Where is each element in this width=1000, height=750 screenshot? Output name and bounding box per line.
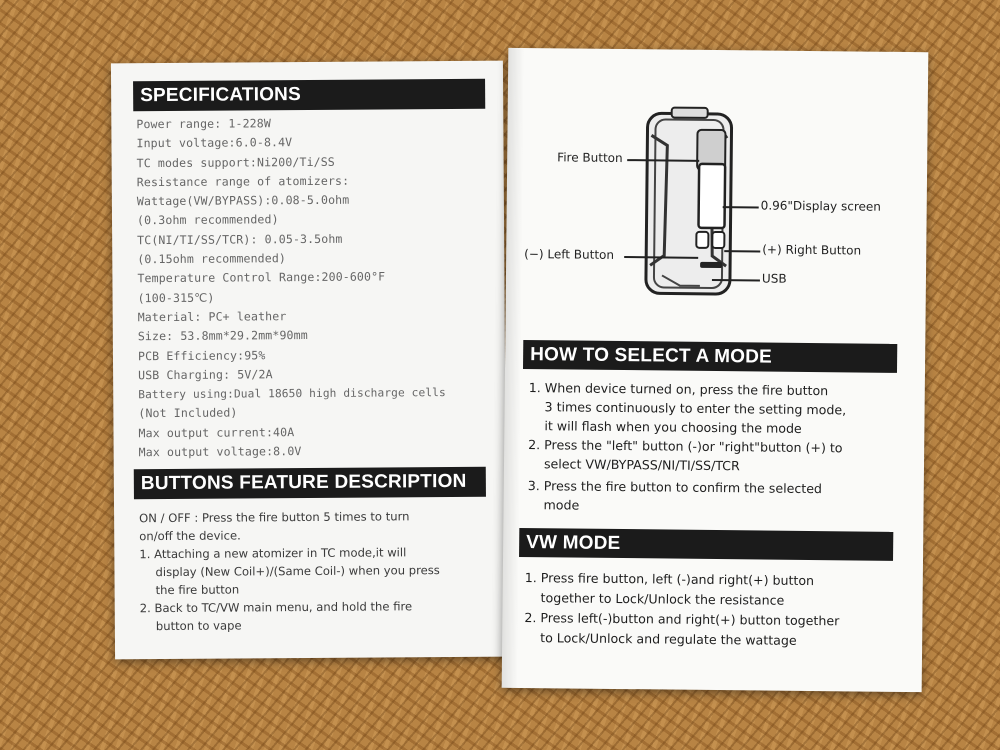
spec-line: Max output voltage:8.0V [138, 444, 302, 460]
left-button-callout: (−) Left Button [524, 246, 615, 262]
spec-line: Material: PC+ leather [137, 309, 287, 325]
spec-line: Input voltage:6.0-8.4V [136, 135, 293, 151]
buttons-line: ON / OFF : Press the fire button 5 times… [139, 509, 410, 526]
vw-mode-heading: VW MODE [519, 527, 894, 561]
spec-line: (Not Included) [138, 405, 238, 421]
select-mode-steps: 1. When device turned on, press the fire… [527, 378, 847, 517]
spec-line: PCB Efficiency:95% [137, 347, 266, 363]
spec-line: Wattage(VW/BYPASS):0.08-5.0ohm [136, 192, 350, 209]
right-button-callout: (+) Right Button [762, 242, 862, 258]
right-button-leader-line [724, 250, 761, 253]
buttons-line: display (New Coil+)/(Same Coil-) when yo… [155, 563, 440, 580]
page-gutter-shadow [501, 47, 525, 688]
fire-button-leader-line [627, 159, 700, 162]
spec-line: Resistance range of atomizers: [136, 173, 350, 190]
vw-mode-steps: 1. Press fire button, left (-)and right(… [524, 568, 840, 651]
select-mode-line: mode [543, 497, 580, 513]
spec-line: (0.3ohm recommended) [136, 212, 279, 228]
manual-left-page: SPECIFICATIONS Power range: 1-228W Input… [110, 60, 508, 660]
left-button-leader-line [624, 256, 699, 259]
spec-line: TC modes support:Ni200/Ti/SS [136, 154, 335, 170]
usb-callout: USB [761, 271, 787, 286]
spec-line: Power range: 1-228W [136, 116, 271, 132]
display-leader-line [722, 206, 759, 209]
spec-line: Max output current:40A [138, 424, 295, 440]
buttons-line: on/off the device. [139, 528, 241, 544]
spec-line: (0.15ohm recommended) [137, 251, 287, 267]
buttons-line: button to vape [155, 618, 242, 634]
buttons-line: 1. Attaching a new atomizer in TC mode,i… [139, 545, 407, 562]
spec-line: TC(NI/TI/SS/TCR): 0.05-3.5ohm [137, 231, 343, 247]
spec-line: Temperature Control Range:200-600°F [137, 269, 386, 286]
buttons-line: 2. Back to TC/VW main menu, and hold the… [139, 599, 413, 616]
spec-line: (100-315℃) [137, 290, 215, 305]
fire-button-callout: Fire Button [557, 150, 623, 166]
select-mode-line: select VW/BYPASS/NI/TI/SS/TCR [543, 456, 740, 474]
select-mode-heading: HOW TO SELECT A MODE [523, 339, 898, 373]
buttons-feature-list: ON / OFF : Press the fire button 5 times… [139, 507, 440, 635]
buttons-line: the fire button [155, 582, 240, 598]
display-screen-callout: 0.96"Display screen [760, 198, 881, 214]
spec-line: Battery using:Dual 18650 high discharge … [138, 386, 446, 402]
manual-right-page: Fire Button 0.96"Display screen (−) Left… [501, 47, 929, 693]
vw-mode-line: to Lock/Unlock and regulate the wattage [540, 630, 797, 648]
buttons-feature-heading: BUTTONS FEATURE DESCRIPTION [133, 466, 486, 500]
vape-mod-device-drawing [644, 106, 734, 296]
spec-line: Size: 53.8mm*29.2mm*90mm [137, 328, 308, 344]
spec-line: USB Charging: 5V/2A [138, 367, 273, 383]
specifications-list: Power range: 1-228W Input voltage:6.0-8.… [136, 113, 446, 462]
specifications-heading: SPECIFICATIONS [133, 78, 486, 112]
